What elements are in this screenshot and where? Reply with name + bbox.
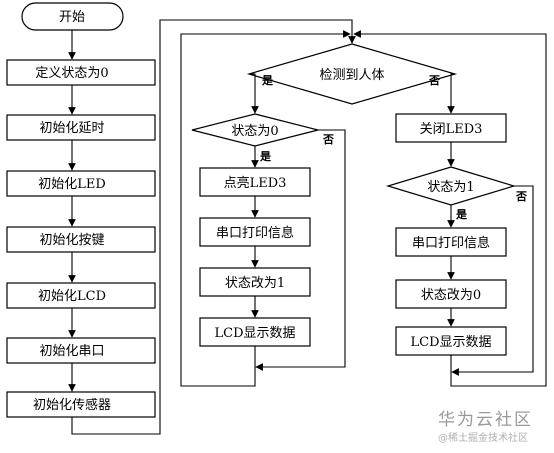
right-decision-label: 状态为1 (427, 180, 474, 195)
watermark: 华为云社区 @稀土掘金技术社区 (438, 410, 533, 444)
yes-label: 是 (455, 208, 468, 221)
init-step-label: 初始化延时 (39, 121, 104, 136)
init-step-label: 初始化传感器 (33, 397, 111, 413)
right-step-label: 状态改为0 (421, 288, 481, 303)
right-step-label: 串口打印信息 (412, 235, 490, 251)
init-step-box: 初始化传感器 (6, 391, 156, 418)
left-step-box: 串口打印信息 (199, 217, 311, 247)
init-step-box: 初始化LCD (6, 282, 156, 309)
right-step-box: LCD显示数据 (395, 326, 507, 356)
right-step-box: 串口打印信息 (395, 227, 507, 257)
start-node: 开始 (21, 2, 124, 31)
init-step-box: 初始化串口 (6, 337, 156, 364)
left-step-label: 状态改为1 (225, 276, 285, 291)
init-step-label: 初始化按键 (39, 233, 104, 248)
right-step-box: 状态改为0 (395, 279, 507, 309)
connector-to-loop (71, 19, 356, 435)
yes-label: 是 (259, 150, 272, 163)
right-step-label: LCD显示数据 (410, 335, 491, 350)
watermark-caption: @稀土掘金技术社区 (438, 431, 528, 444)
detect-decision-label: 检测到人体 (319, 68, 384, 83)
no-label: 否 (322, 133, 334, 146)
init-step-label: 定义状态为0 (35, 66, 108, 81)
init-step-label: 初始化LCD (38, 289, 106, 304)
detect-branches (249, 73, 455, 114)
left-step-box: LCD显示数据 (199, 317, 311, 347)
right-first-step-box: 关闭LED3 (395, 113, 507, 143)
init-step-box: 初始化按键 (6, 226, 156, 253)
left-branch-arrows (180, 30, 351, 387)
left-step-label: 点亮LED3 (224, 175, 287, 191)
left-step-box: 点亮LED3 (199, 167, 311, 197)
init-step-box: 定义状态为0 (6, 59, 156, 86)
right-branch-arrows (353, 30, 547, 387)
left-decision: 状态为0 (191, 113, 319, 147)
left-decision-label: 状态为0 (231, 124, 278, 139)
yes-label: 是 (261, 74, 274, 87)
left-step-label: LCD显示数据 (214, 326, 295, 341)
right-first-step-label: 关闭LED3 (420, 122, 483, 137)
right-decision: 状态为1 (385, 166, 517, 206)
init-step-label: 初始化LED (38, 177, 106, 192)
left-step-box: 状态改为1 (199, 267, 311, 297)
watermark-brand: 华为云社区 (438, 410, 533, 430)
no-label: 否 (515, 190, 527, 203)
init-step-box: 初始化延时 (6, 114, 156, 141)
init-step-box: 初始化LED (6, 170, 156, 197)
detect-decision: 检测到人体 (246, 43, 458, 105)
left-step-label: 串口打印信息 (216, 225, 294, 241)
no-label: 否 (428, 74, 440, 87)
start-label: 开始 (59, 10, 85, 25)
init-step-label: 初始化串口 (39, 344, 104, 359)
